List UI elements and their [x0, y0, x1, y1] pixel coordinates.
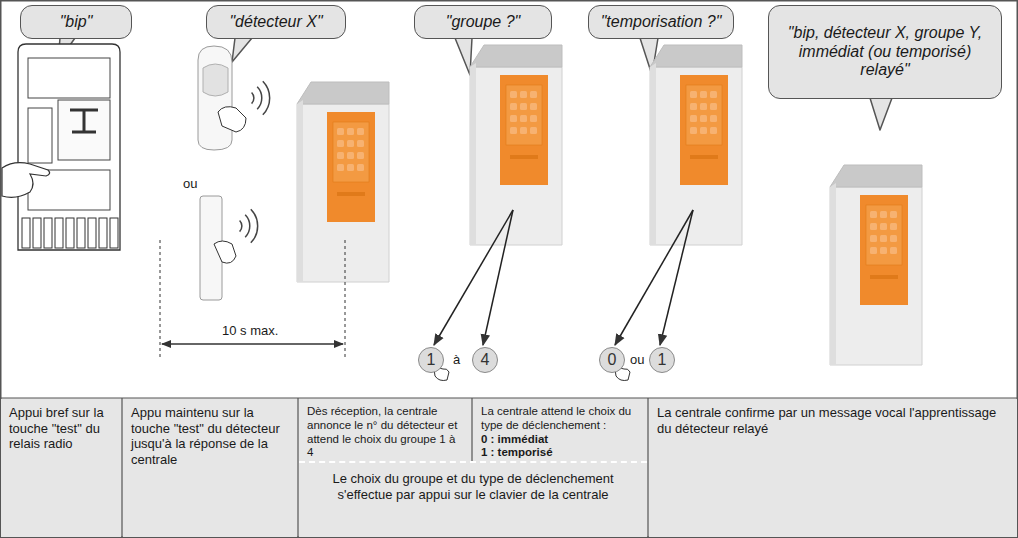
- step-cell: Dès réception, la centrale annonce le n°…: [299, 399, 471, 468]
- speech-bubble: "détecteur X": [206, 5, 346, 39]
- node-text: "détecteur X": [229, 13, 322, 31]
- speech-bubble: "groupe ?": [414, 5, 552, 39]
- node-text: 0: [608, 351, 617, 369]
- table-ground: [0, 398, 1018, 538]
- radio-wave: [245, 215, 250, 237]
- speech-bubble: "temporisation ?": [588, 5, 734, 39]
- node-text: La centrale attend le choix du type de d…: [481, 405, 639, 433]
- radio-wave: [252, 92, 254, 103]
- node-text: Le choix du groupe et du type de déclenc…: [307, 471, 639, 502]
- key-button: 1: [418, 347, 444, 373]
- speech-bubble: "bip": [20, 5, 132, 39]
- node-text: 1: [658, 351, 667, 369]
- key-button: 4: [472, 347, 498, 373]
- radio-wave: [251, 209, 258, 243]
- keypad-arrow: [434, 210, 513, 345]
- speech-bubble: "bip, détecteur X, groupe Y, immédiat (o…: [768, 5, 1002, 99]
- dimension-guide: [345, 240, 346, 360]
- radio-wave: [257, 87, 262, 109]
- key-button: 1: [649, 347, 675, 373]
- bubble-tail: [232, 38, 252, 62]
- step-cell: La centrale confirme par un message voca…: [649, 399, 1017, 537]
- alarm-panel: [650, 45, 742, 245]
- radio-relay: [2, 44, 120, 250]
- alarm-panel: [297, 82, 389, 282]
- radio-wave: [240, 220, 242, 231]
- bubble-tail: [870, 98, 892, 130]
- detectors: [198, 46, 270, 300]
- dimension-guide: [160, 240, 161, 360]
- node-text: Dès réception, la centrale annonce le n°…: [307, 405, 463, 460]
- keypad-arrow: [615, 210, 693, 345]
- node-text: "bip": [60, 13, 93, 31]
- keypad-arrow: [660, 210, 693, 345]
- dimension-label: 10 s max.: [222, 323, 278, 338]
- node-text: 0 : immédiat: [481, 433, 639, 447]
- node-text: 4: [481, 351, 490, 369]
- step-cell: Appui bref sur la touche "test" du relai…: [1, 399, 121, 537]
- bubble-tail: [455, 38, 472, 75]
- node-text: "temporisation ?": [601, 13, 722, 31]
- note-cell: Le choix du groupe et du type de déclenc…: [299, 461, 647, 537]
- node-text: Appu maintenu sur la touche "test" du dé…: [131, 405, 289, 467]
- conjunction-label: ou: [183, 176, 197, 191]
- radio-wave: [263, 81, 270, 115]
- conjunction-label: ou: [630, 352, 644, 367]
- dimension-arrow: [162, 343, 343, 344]
- alarm-panel: [470, 45, 562, 245]
- key-button: 0: [599, 347, 625, 373]
- step-cell: Appu maintenu sur la touche "test" du dé…: [123, 399, 297, 537]
- keypad-arrow: [483, 210, 513, 345]
- node-text: La centrale confirme par un message voca…: [657, 405, 1009, 436]
- step-cell: La centrale attend le choix du type de d…: [473, 399, 647, 468]
- node-text: "groupe ?": [446, 13, 521, 31]
- node-text: Appui bref sur la touche "test" du relai…: [9, 405, 113, 452]
- conjunction-label: à: [453, 352, 460, 367]
- node-text: 1 : temporisé: [481, 446, 639, 460]
- alarm-panel: [830, 165, 922, 365]
- node-text: 1: [427, 351, 436, 369]
- node-text: "bip, détecteur X, groupe Y, immédiat (o…: [777, 24, 993, 79]
